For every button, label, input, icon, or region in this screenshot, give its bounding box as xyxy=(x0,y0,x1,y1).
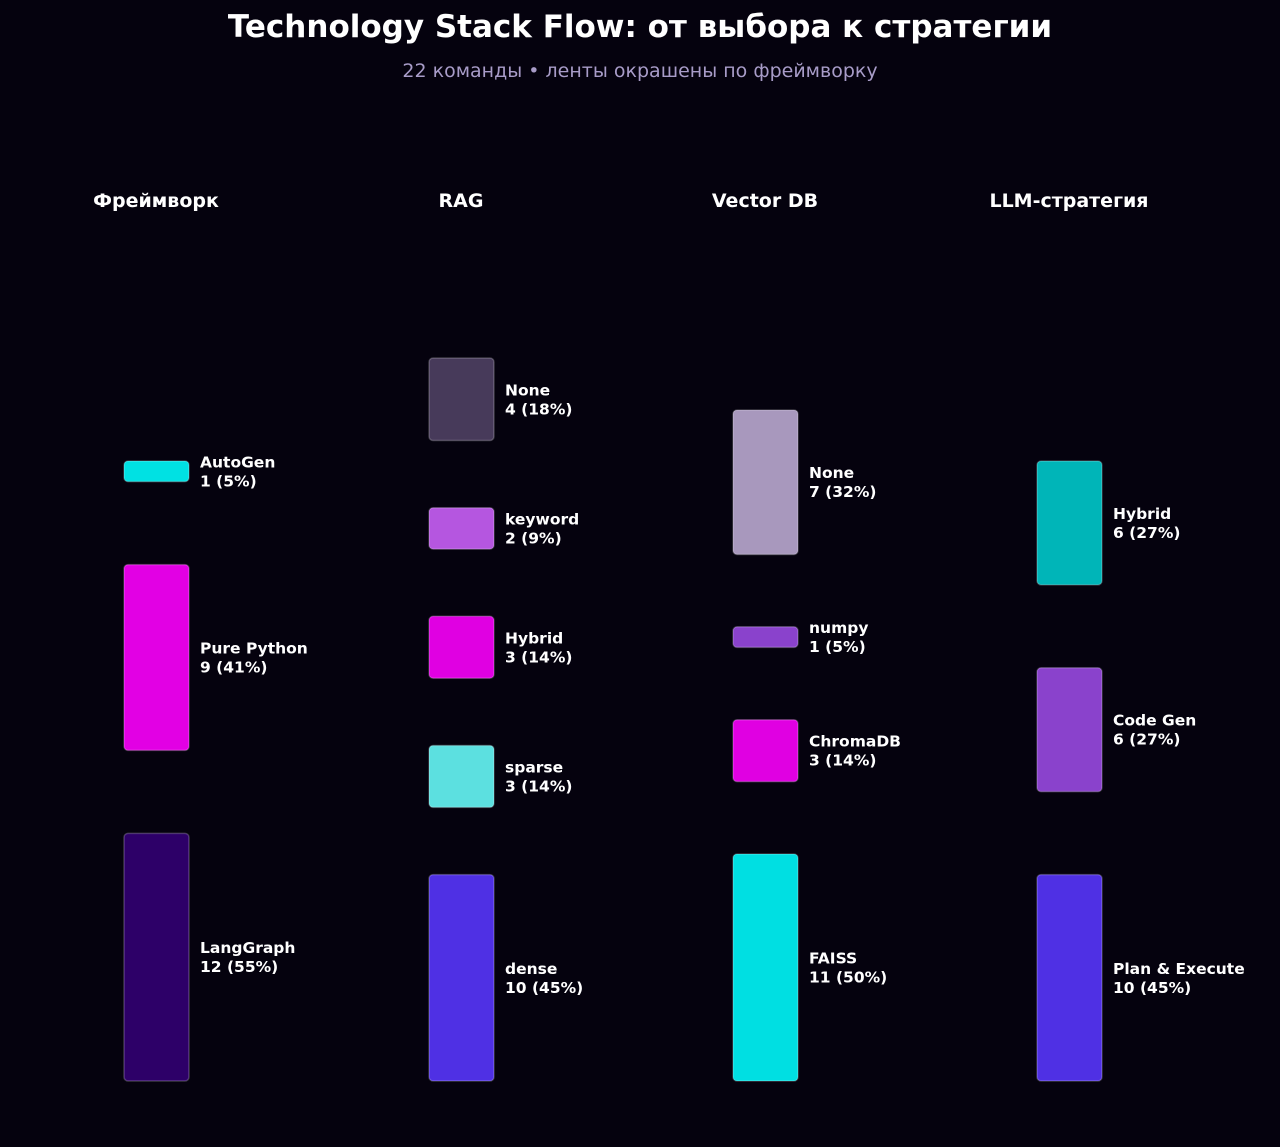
node-name-rag_dense: dense xyxy=(505,960,557,978)
node-name-fw_pure: Pure Python xyxy=(200,639,308,657)
node-rag_hybrid xyxy=(428,615,495,679)
node-value-llm_codegen: 6 (27%) xyxy=(1113,731,1180,749)
node-value-vdb_chroma: 3 (14%) xyxy=(809,752,876,770)
flow-nodes xyxy=(123,357,1103,1082)
node-rag_sparse xyxy=(428,744,495,809)
node-value-rag_hybrid: 3 (14%) xyxy=(505,648,572,666)
node-value-vdb_faiss: 11 (50%) xyxy=(809,968,887,986)
node-name-vdb_numpy: numpy xyxy=(809,619,868,637)
node-value-fw_lang: 12 (55%) xyxy=(200,958,278,976)
stage-label-llm-strategy: LLM-стратегия xyxy=(989,190,1148,212)
node-value-vdb_none: 7 (32%) xyxy=(809,483,876,501)
node-vdb_chroma xyxy=(732,718,799,783)
node-llm_hybrid xyxy=(1036,460,1103,586)
node-name-vdb_none: None xyxy=(809,464,854,482)
node-value-llm_plan: 10 (45%) xyxy=(1113,979,1191,997)
node-rag_dense xyxy=(428,873,495,1082)
stage-label-framework: Фреймворк xyxy=(93,190,219,212)
node-value-rag_keyword: 2 (9%) xyxy=(505,529,562,547)
node-vdb_numpy xyxy=(732,626,799,649)
node-fw_pure xyxy=(123,563,190,752)
node-value-vdb_numpy: 1 (5%) xyxy=(809,638,866,656)
node-name-llm_plan: Plan & Execute xyxy=(1113,960,1245,978)
node-name-llm_hybrid: Hybrid xyxy=(1113,505,1171,523)
node-value-rag_sparse: 3 (14%) xyxy=(505,777,572,795)
stage-label-vector-db: Vector DB xyxy=(712,190,818,212)
node-value-llm_hybrid: 6 (27%) xyxy=(1113,524,1180,542)
node-llm_plan xyxy=(1036,873,1103,1082)
node-vdb_none xyxy=(732,409,799,556)
node-name-vdb_chroma: ChromaDB xyxy=(809,733,901,751)
node-name-rag_sparse: sparse xyxy=(505,758,563,776)
node-value-fw_autogen: 1 (5%) xyxy=(200,472,257,490)
node-value-rag_dense: 10 (45%) xyxy=(505,979,583,997)
node-fw_lang xyxy=(123,832,190,1082)
stage-label-rag: RAG xyxy=(439,190,484,212)
node-fw_autogen xyxy=(123,460,190,483)
node-name-vdb_faiss: FAISS xyxy=(809,949,857,967)
node-name-fw_lang: LangGraph xyxy=(200,939,295,957)
node-name-rag_hybrid: Hybrid xyxy=(505,629,563,647)
node-rag_none xyxy=(428,357,495,442)
node-vdb_faiss xyxy=(732,853,799,1082)
node-name-fw_autogen: AutoGen xyxy=(200,453,275,471)
node-llm_codegen xyxy=(1036,667,1103,793)
chart-subtitle: 22 команды • ленты окрашены по фреймворк… xyxy=(402,60,877,82)
node-value-rag_none: 4 (18%) xyxy=(505,400,572,418)
node-name-rag_keyword: keyword xyxy=(505,510,579,528)
node-rag_keyword xyxy=(428,507,495,550)
chart-title: Technology Stack Flow: от выбора к страт… xyxy=(228,9,1052,45)
node-name-llm_codegen: Code Gen xyxy=(1113,712,1196,730)
node-value-fw_pure: 9 (41%) xyxy=(200,658,267,676)
node-name-rag_none: None xyxy=(505,381,550,399)
